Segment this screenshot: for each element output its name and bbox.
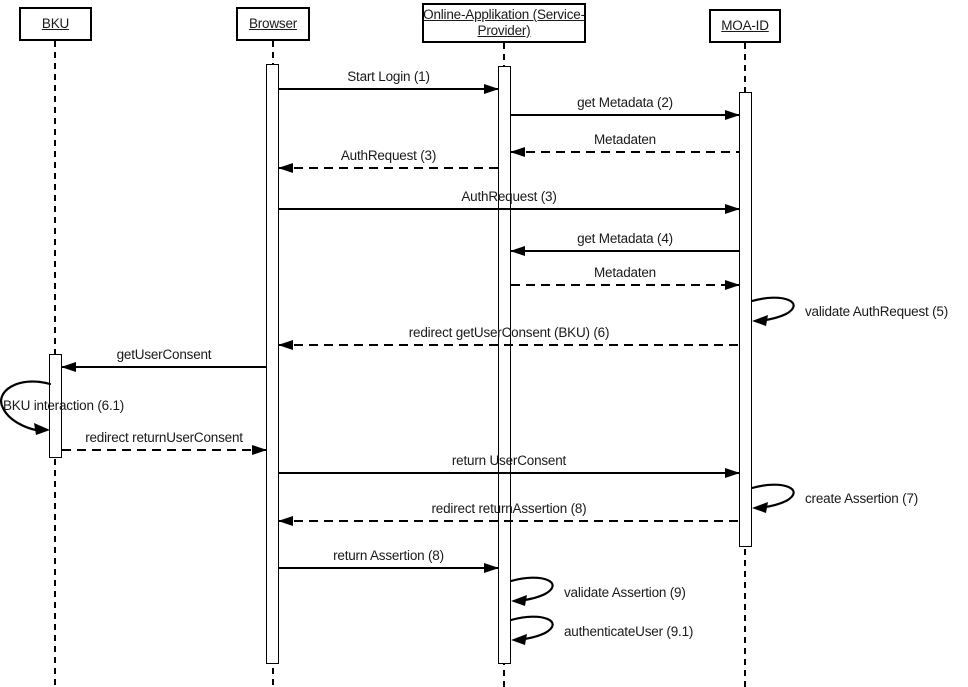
message-get-metadata-2: get Metadata (2): [511, 94, 740, 120]
self-message-loop-validate-assertion: [509, 576, 554, 606]
arrowhead-right-icon: [725, 109, 740, 120]
message-label: AuthRequest (3): [461, 189, 557, 204]
participant-moa-id: MOA-ID: [709, 9, 781, 43]
message-label: AuthRequest (3): [340, 148, 437, 163]
arrowhead-right-icon: [725, 279, 740, 290]
message-label: return UserConsent: [451, 453, 567, 468]
message-get-metadata-4: get Metadata (4): [510, 230, 739, 256]
activation-online-app: [498, 66, 511, 664]
self-message-label: authenticateUser (9.1): [564, 624, 694, 639]
arrowhead-left-icon: [278, 515, 293, 526]
self-message-label: create Assertion (7): [805, 491, 919, 506]
message-label: Start Login (1): [347, 69, 430, 84]
message-label: get Metadata (4): [577, 231, 673, 246]
message-metadaten-reply-1: Metadaten: [510, 131, 739, 157]
message-label: redirect returnAssertion (8): [431, 501, 587, 516]
message-label: Metadaten: [594, 265, 656, 280]
arrowhead-left-icon: [278, 339, 293, 350]
message-line: [279, 208, 739, 210]
participant-bku: BKU: [19, 7, 92, 41]
arrowhead-left-icon: [61, 361, 76, 372]
message-redirect-getuserconsent: redirect getUserConsent (BKU) (6): [278, 324, 739, 350]
message-authrequest: AuthRequest (3): [279, 188, 740, 214]
arrowhead-left-icon: [278, 162, 293, 173]
activation-browser: [266, 64, 279, 664]
participant-label: BKU: [41, 16, 70, 31]
arrowhead-left-icon: [510, 146, 525, 157]
message-return-userconsent: return UserConsent: [279, 452, 740, 478]
participant-label: MOA-ID: [721, 18, 769, 33]
self-message-loop-bku-interaction: [0, 380, 52, 435]
participant-label: Online-Applikation (Service-: [423, 7, 585, 22]
message-label: Metadaten: [594, 132, 656, 147]
participant-browser: Browser: [236, 7, 310, 41]
message-label: get Metadata (2): [577, 95, 673, 110]
message-metadaten-reply-2: Metadaten: [511, 264, 740, 290]
arrowhead-left-icon: [510, 245, 525, 256]
self-message-loop-validate-authrequest: [750, 296, 795, 326]
participant-label: Browser: [248, 16, 298, 31]
self-message-label: BKU interaction (6.1): [3, 398, 125, 413]
message-line: [62, 449, 266, 451]
arrowhead-right-icon: [725, 467, 740, 478]
message-line: [279, 344, 739, 346]
arrowhead-right-icon: [484, 562, 499, 573]
message-line: [279, 520, 739, 522]
arrowhead-right-icon: [725, 203, 740, 214]
self-message-label: validate Assertion (9): [564, 585, 686, 600]
message-line: [279, 472, 739, 474]
message-line: [511, 284, 739, 286]
message-label: redirect returnUserConsent: [85, 430, 243, 445]
message-line: [511, 151, 739, 153]
message-line: [279, 88, 498, 90]
message-label: getUserConsent: [116, 347, 212, 362]
arrowhead-right-icon: [252, 444, 267, 455]
self-message-label: validate AuthRequest (5): [805, 304, 949, 319]
message-label: return Assertion (8): [333, 548, 444, 563]
message-line: [511, 250, 739, 252]
participant-online-app: Online-Applikation (Service- Provider): [422, 3, 586, 43]
self-message-loop-authenticateuser: [509, 615, 554, 645]
message-line: [279, 567, 498, 569]
message-getuserconsent: getUserConsent: [61, 346, 266, 372]
message-line: [62, 366, 266, 368]
message-redirect-returnassertion: redirect returnAssertion (8): [278, 500, 739, 526]
message-authrequest-redirect: AuthRequest (3): [278, 147, 498, 173]
message-label: redirect getUserConsent (BKU) (6): [408, 325, 610, 340]
arrowhead-right-icon: [484, 83, 499, 94]
message-line: [511, 114, 739, 116]
message-line: [279, 167, 498, 169]
message-redirect-returnuserconsent: redirect returnUserConsent: [62, 429, 267, 455]
participant-label: Provider): [477, 23, 531, 38]
message-return-assertion: return Assertion (8): [279, 547, 499, 573]
self-message-loop-create-assertion: [750, 483, 795, 513]
activation-moa-id: [739, 92, 752, 547]
message-start-login: Start Login (1): [279, 68, 499, 94]
activation-bku: [49, 354, 62, 458]
